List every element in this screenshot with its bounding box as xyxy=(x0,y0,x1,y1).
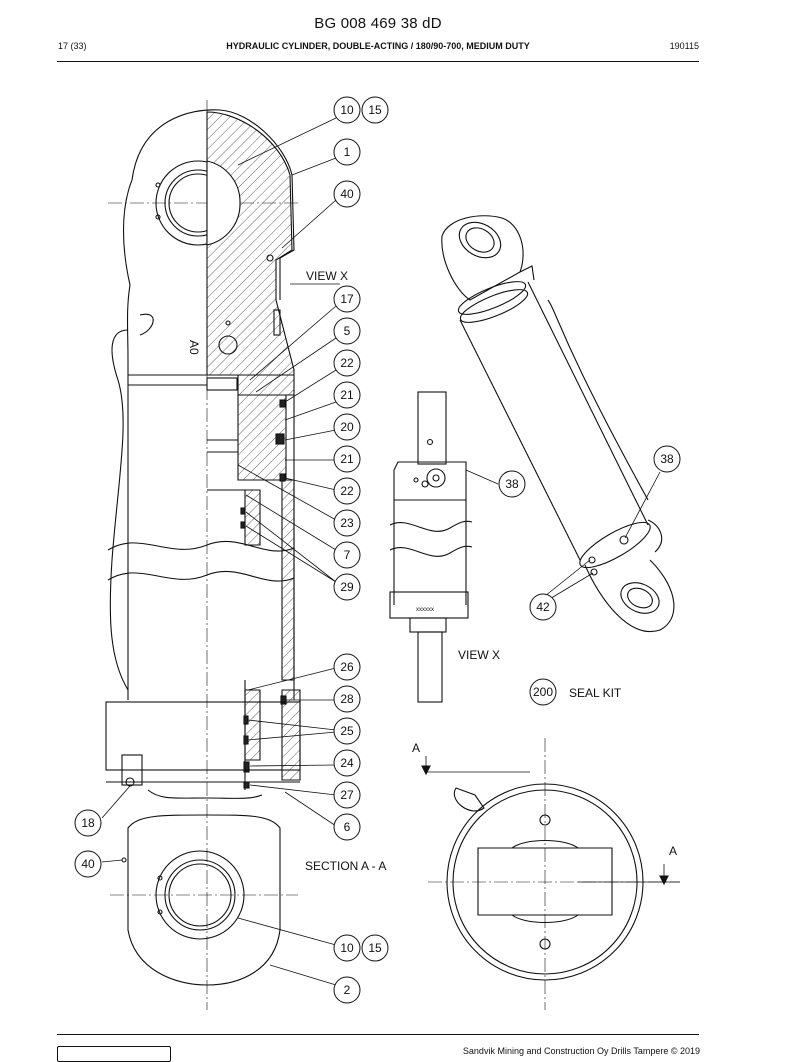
balloon-text: 5 xyxy=(344,324,351,338)
balloon-18 xyxy=(74,809,102,837)
balloon-10-bottom xyxy=(333,934,361,962)
balloon-25 xyxy=(333,717,361,745)
balloon-numbers: 10 15 1 40 17 5 22 21 20 21 22 23 7 29 2… xyxy=(81,103,674,997)
balloon-text: 10 xyxy=(340,941,354,955)
balloon-29 xyxy=(333,573,361,601)
balloon-21b xyxy=(333,445,361,473)
balloon-38-view xyxy=(498,470,526,498)
balloon-15-top xyxy=(361,96,389,124)
view-x-label-bottom: VIEW X xyxy=(458,648,500,662)
balloon-2 xyxy=(333,976,361,1004)
balloon-22b xyxy=(333,477,361,505)
balloon-text: 17 xyxy=(340,292,354,306)
main-cylinder-section xyxy=(105,100,301,1010)
balloon-text: 20 xyxy=(340,420,354,434)
document-code: 190115 xyxy=(669,41,699,51)
balloon-text: 38 xyxy=(660,452,674,466)
brand-logo xyxy=(57,1046,171,1062)
balloon-200 xyxy=(529,678,557,706)
balloon-42 xyxy=(529,593,557,621)
body-mark: A0 xyxy=(187,340,201,355)
balloon-28 xyxy=(333,685,361,713)
balloon-text: 15 xyxy=(368,941,382,955)
footer-rule xyxy=(57,1034,699,1035)
balloon-22a xyxy=(333,349,361,377)
balloon-text: 18 xyxy=(81,816,95,830)
balloon-text: 7 xyxy=(344,548,351,562)
section-mark-a2: A xyxy=(669,844,677,858)
balloon-text: 38 xyxy=(505,477,519,491)
balloon-26 xyxy=(333,653,361,681)
balloon-24 xyxy=(333,749,361,777)
balloon-text: 24 xyxy=(340,756,354,770)
balloon-text: 21 xyxy=(340,388,354,402)
section-mark-a1: A xyxy=(412,741,420,755)
balloon-text: 1 xyxy=(344,145,351,159)
drawing-subtitle: HYDRAULIC CYLINDER, DOUBLE-ACTING / 180/… xyxy=(226,41,530,51)
serial-placeholder: xxxxxx xyxy=(416,607,434,613)
balloon-text: 26 xyxy=(340,660,354,674)
balloon-text: 15 xyxy=(368,103,382,117)
balloon-7 xyxy=(333,541,361,569)
balloon-21a xyxy=(333,381,361,409)
balloon-text: 22 xyxy=(340,356,354,370)
seal-kit-label: SEAL KIT xyxy=(569,686,622,700)
view-x-detail xyxy=(389,391,499,703)
balloon-text: 200 xyxy=(533,685,553,699)
balloon-40-top xyxy=(333,180,361,208)
balloon-17 xyxy=(333,285,361,313)
part-balloons xyxy=(74,96,681,1004)
balloon-text: 10 xyxy=(340,103,354,117)
balloon-text: 23 xyxy=(340,516,354,530)
balloon-text: 42 xyxy=(536,600,550,614)
balloon-10-top xyxy=(333,96,361,124)
balloon-text: 22 xyxy=(340,484,354,498)
section-a-a xyxy=(421,738,680,1010)
view-x-label-top: VIEW X xyxy=(306,269,348,283)
balloon-text: 28 xyxy=(340,692,354,706)
balloon-1 xyxy=(333,138,361,166)
balloon-6 xyxy=(333,813,361,841)
leader-lines xyxy=(101,117,340,986)
balloon-text: 2 xyxy=(344,983,351,997)
footer-copyright: Sandvik Mining and Construction Oy Drill… xyxy=(462,1046,700,1056)
balloon-text: 40 xyxy=(340,187,354,201)
page-number: 17 (33) xyxy=(58,41,87,51)
document-title: BG 008 469 38 dD xyxy=(314,15,442,32)
balloon-15-bottom xyxy=(361,934,389,962)
header-rule xyxy=(57,61,699,62)
section-label: SECTION A - A xyxy=(305,859,386,873)
isometric-cylinder xyxy=(441,215,675,633)
balloon-text: 21 xyxy=(340,452,354,466)
balloon-27 xyxy=(333,781,361,809)
balloon-text: 40 xyxy=(81,857,95,871)
balloon-23 xyxy=(333,509,361,537)
balloon-20 xyxy=(333,413,361,441)
balloon-38-iso xyxy=(653,445,681,473)
balloon-40-bottom xyxy=(74,850,102,878)
balloon-text: 27 xyxy=(340,788,354,802)
balloon-text: 25 xyxy=(340,724,354,738)
balloon-text: 29 xyxy=(340,580,354,594)
balloon-text: 6 xyxy=(344,820,351,834)
balloon-5 xyxy=(333,317,361,345)
